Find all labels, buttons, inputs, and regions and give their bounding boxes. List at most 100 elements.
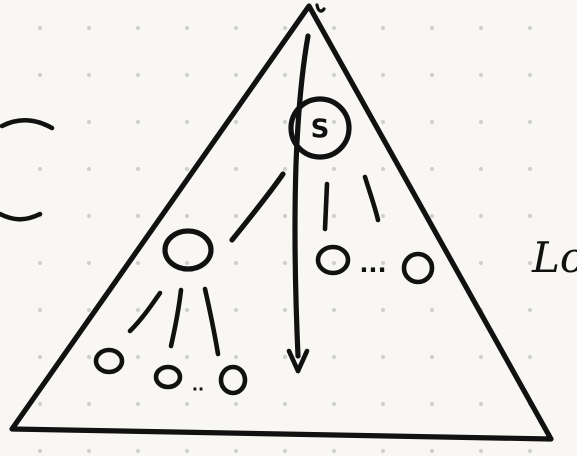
grid-dot-6-5 — [282, 307, 288, 313]
grid-dot-1-5 — [282, 72, 288, 78]
grid-dot-8-5 — [282, 401, 288, 407]
left-grandchild-node-1 — [93, 347, 125, 375]
grid-dot-5-2 — [135, 260, 141, 266]
grid-dot-2-1 — [86, 119, 92, 125]
grid-dot-4-5 — [282, 213, 288, 219]
grid-dot-0-1 — [86, 25, 92, 31]
grid-dot-0-2 — [135, 25, 141, 31]
grid-dot-6-2 — [135, 307, 141, 313]
grid-dot-4-2 — [135, 213, 141, 219]
grid-dot-7-9 — [478, 354, 484, 360]
grid-dot-5-4 — [233, 260, 239, 266]
grid-dot-5-1 — [86, 260, 92, 266]
grid-dot-5-6 — [331, 260, 337, 266]
grid-dot-8-7 — [380, 401, 386, 407]
left-branch — [229, 171, 286, 243]
grid-dot-3-9 — [478, 166, 484, 172]
grid-dot-1-9 — [478, 72, 484, 78]
grid-dot-9-5 — [282, 448, 288, 454]
grid-dot-5-3 — [184, 260, 190, 266]
grid-dot-3-0 — [37, 166, 43, 172]
grid-dot-0-9 — [478, 25, 484, 31]
root-node-label: S — [311, 115, 330, 145]
grid-dot-2-4 — [233, 119, 239, 125]
grid-dot-7-10 — [527, 354, 533, 360]
grid-dot-3-8 — [429, 166, 435, 172]
grid-dot-9-0 — [37, 448, 43, 454]
grid-dot-9-8 — [429, 448, 435, 454]
grid-dot-0-3 — [184, 25, 190, 31]
right-child-node-1 — [315, 244, 351, 276]
grid-dot-5-9 — [478, 260, 484, 266]
left-grandchild-ellipsis: .. — [192, 376, 204, 395]
grid-dot-9-9 — [478, 448, 484, 454]
grid-dot-0-0 — [37, 25, 43, 31]
grid-dot-3-7 — [380, 166, 386, 172]
grid-dot-8-0 — [37, 401, 43, 407]
grid-dot-7-1 — [86, 354, 92, 360]
right-branch-right-stroke — [362, 174, 381, 223]
grid-dot-2-7 — [380, 119, 386, 125]
vertical-arrowhead-right — [295, 348, 310, 374]
grid-dot-6-0 — [37, 307, 43, 313]
grid-dot-9-7 — [380, 448, 386, 454]
grid-dot-4-4 — [233, 213, 239, 219]
grid-dot-8-1 — [86, 401, 92, 407]
grid-dot-0-8 — [429, 25, 435, 31]
grid-dot-4-1 — [86, 213, 92, 219]
grid-dot-6-6 — [331, 307, 337, 313]
grid-dot-8-6 — [331, 401, 337, 407]
lower-left-stroke — [0, 211, 43, 222]
grid-dot-8-8 — [429, 401, 435, 407]
grid-dot-6-7 — [380, 307, 386, 313]
grid-dot-6-3 — [184, 307, 190, 313]
grid-dot-2-6 — [331, 119, 337, 125]
grid-dot-1-10 — [527, 72, 533, 78]
grid-dot-5-0 — [37, 260, 43, 266]
grid-dot-0-6 — [331, 25, 337, 31]
left-child-branch-2 — [168, 287, 184, 349]
grid-dot-7-3 — [184, 354, 190, 360]
grid-dot-9-6 — [331, 448, 337, 454]
grid-dot-2-9 — [478, 119, 484, 125]
grid-dot-6-10 — [527, 307, 533, 313]
left-child-branch-1 — [127, 290, 163, 334]
grid-dot-3-1 — [86, 166, 92, 172]
upper-left-stroke — [0, 117, 55, 131]
main-triangle — [9, 3, 554, 442]
grid-dot-7-6 — [331, 354, 337, 360]
right-branch-left-stroke — [322, 181, 330, 232]
vertical-arrowhead-left — [286, 348, 301, 374]
grid-dot-2-10 — [527, 119, 533, 125]
grid-dot-9-3 — [184, 448, 190, 454]
grid-dot-1-8 — [429, 72, 435, 78]
dot-grid — [37, 25, 533, 454]
grid-dot-4-9 — [478, 213, 484, 219]
left-grandchild-node-2 — [153, 364, 183, 390]
right-child-node-2 — [401, 251, 435, 285]
grid-dot-9-1 — [86, 448, 92, 454]
grid-dot-1-7 — [380, 72, 386, 78]
left-child-node — [162, 228, 214, 272]
right-edge-handwriting: Lo — [531, 233, 577, 282]
grid-dot-7-4 — [233, 354, 239, 360]
top-hook — [315, 3, 326, 13]
grid-dot-9-2 — [135, 448, 141, 454]
grid-dot-5-10 — [527, 260, 533, 266]
grid-dot-4-7 — [380, 213, 386, 219]
grid-dot-4-6 — [331, 213, 337, 219]
grid-dot-8-3 — [184, 401, 190, 407]
grid-dot-7-5 — [282, 354, 288, 360]
grid-dot-3-6 — [331, 166, 337, 172]
grid-dot-1-4 — [233, 72, 239, 78]
grid-dot-5-7 — [380, 260, 386, 266]
grid-dot-5-5 — [282, 260, 288, 266]
grid-dot-6-8 — [429, 307, 435, 313]
grid-dot-2-2 — [135, 119, 141, 125]
grid-dot-9-4 — [233, 448, 239, 454]
grid-dot-2-5 — [282, 119, 288, 125]
grid-dot-1-1 — [86, 72, 92, 78]
grid-dot-3-10 — [527, 166, 533, 172]
grid-dot-7-7 — [380, 354, 386, 360]
